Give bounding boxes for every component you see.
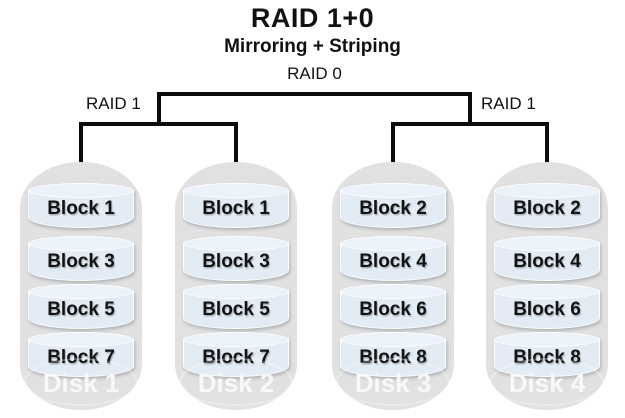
cylinder-top-ellipse [183, 284, 289, 299]
block-cylinder: Block 1 [28, 183, 134, 228]
disk-cylinder-3: Block 2 Block 4 Block 6 Block 8 Disk 3 [332, 162, 454, 410]
cylinder-top-ellipse [494, 236, 600, 251]
block-cylinder: Block 5 [28, 284, 134, 329]
block-cylinder: Block 5 [183, 284, 289, 329]
disk-cylinder-4: Block 2 Block 4 Block 6 Block 8 Disk 4 [486, 162, 608, 410]
disk3-connector-line [391, 122, 395, 166]
cylinder-top-ellipse [340, 332, 446, 347]
raid1-left-bracket-line [79, 122, 238, 126]
block-label: Block 5 [47, 299, 115, 320]
block-cylinder: Block 6 [340, 284, 446, 329]
block-label: Block 3 [202, 251, 270, 272]
cylinder-body [340, 190, 446, 228]
cylinder-top-ellipse [183, 332, 289, 347]
block-label: Block 7 [202, 347, 270, 368]
disk1-connector-line [79, 122, 83, 166]
cylinder-top-ellipse [183, 183, 289, 198]
disk-cylinder-2: Block 1 Block 3 Block 5 Block 7 Disk 2 [175, 162, 297, 410]
block-label: Block 4 [513, 251, 581, 272]
raid0-right-junction-line [468, 92, 472, 126]
raid0-label: RAID 0 [287, 64, 342, 83]
block-label: Block 2 [359, 198, 427, 219]
cylinder-top-ellipse [340, 284, 446, 299]
block-cylinder: Block 2 [340, 183, 446, 228]
block-label: Block 1 [47, 198, 115, 219]
block-cylinder: Block 6 [494, 284, 600, 329]
block-label: Block 6 [359, 299, 427, 320]
block-label: Block 8 [513, 347, 581, 368]
raid0-horizontal-line [157, 92, 472, 96]
block-cylinder: Block 4 [494, 236, 600, 281]
cylinder-top-ellipse [494, 183, 600, 198]
cylinder-top-ellipse [494, 332, 600, 347]
block-label: Block 8 [359, 347, 427, 368]
block-cylinder: Block 1 [183, 183, 289, 228]
cylinder-top-ellipse [340, 236, 446, 251]
block-label: Block 7 [47, 347, 115, 368]
page-subtitle: Mirroring + Striping [224, 36, 401, 57]
block-label: Block 3 [47, 251, 115, 272]
disk-name-label: Disk 1 [42, 368, 120, 398]
raid0-left-junction-line [157, 92, 161, 126]
block-cylinder: Block 2 [494, 183, 600, 228]
disk-name-label: Disk 2 [197, 368, 275, 398]
cylinder-top-ellipse [494, 284, 600, 299]
block-label: Block 6 [513, 299, 581, 320]
disk4-connector-line [545, 122, 549, 166]
cylinder-top-ellipse [340, 183, 446, 198]
cylinder-top-ellipse [28, 183, 134, 198]
raid1-right-label: RAID 1 [481, 94, 536, 113]
disk2-connector-line [234, 122, 238, 166]
disk-cylinder-1: Block 1 Block 3 Block 5 Block 7 Disk 1 [20, 162, 142, 410]
block-label: Block 2 [513, 198, 581, 219]
block-label: Block 4 [359, 251, 427, 272]
block-label: Block 1 [202, 198, 270, 219]
cylinder-top-ellipse [28, 332, 134, 347]
raid1-right-bracket-line [391, 122, 549, 126]
block-cylinder: Block 3 [183, 236, 289, 281]
block-cylinder: Block 4 [340, 236, 446, 281]
raid1-left-label: RAID 1 [86, 94, 141, 113]
cylinder-top-ellipse [28, 236, 134, 251]
block-cylinder: Block 3 [28, 236, 134, 281]
cylinder-top-ellipse [28, 284, 134, 299]
disk-name-label: Disk 3 [354, 368, 432, 398]
disk-name-label: Disk 4 [508, 368, 586, 398]
block-label: Block 5 [202, 299, 270, 320]
cylinder-top-ellipse [183, 236, 289, 251]
page-title: RAID 1+0 [250, 3, 375, 33]
